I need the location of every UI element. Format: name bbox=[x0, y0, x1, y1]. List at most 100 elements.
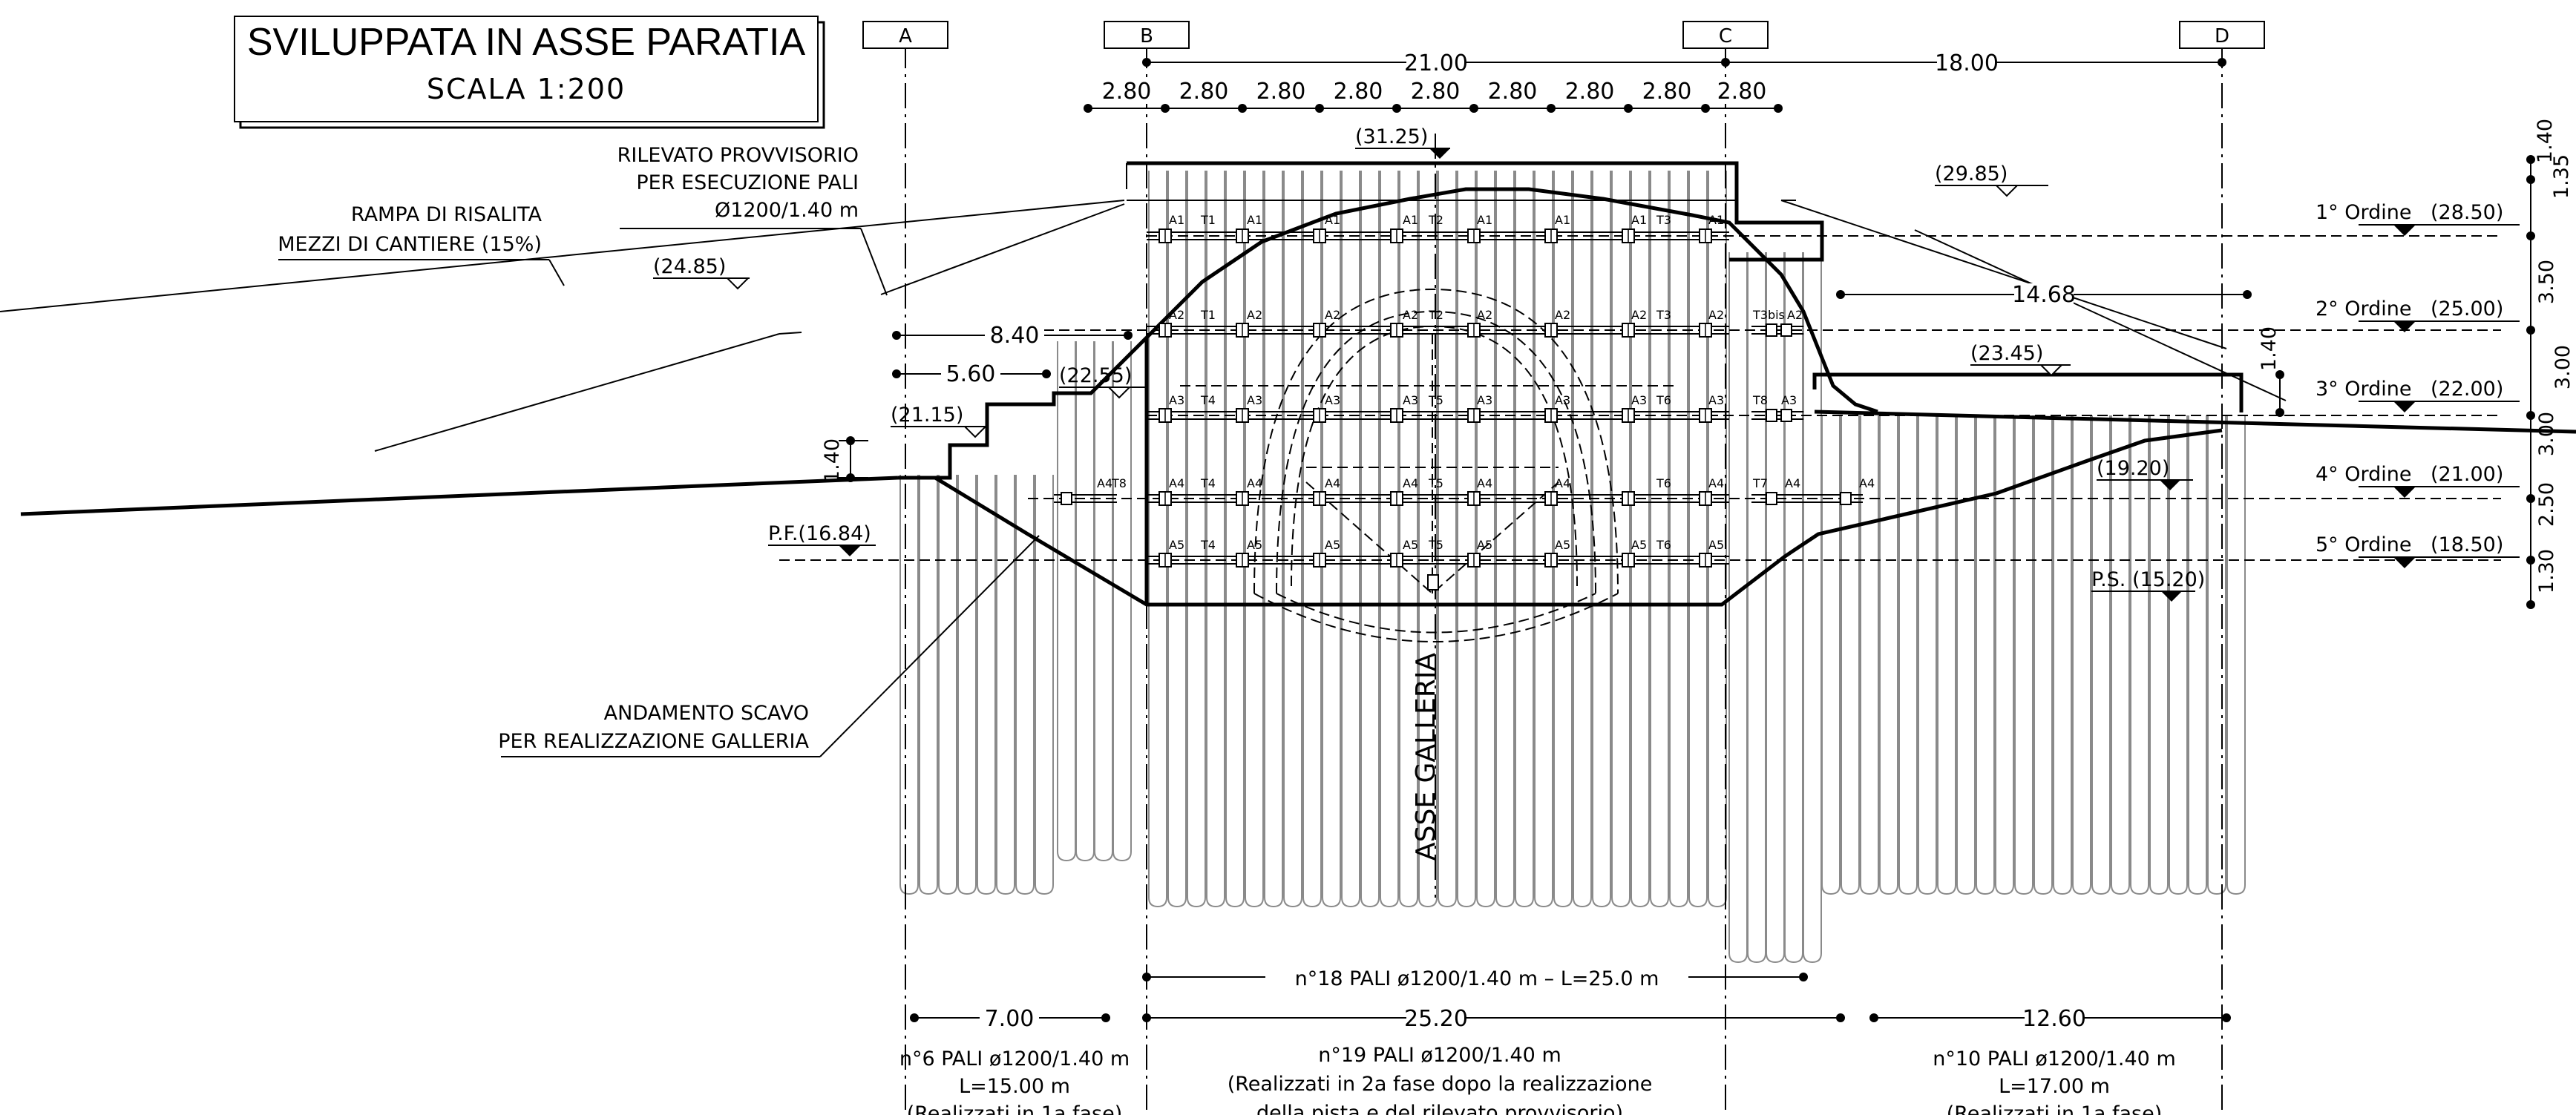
order-label: 1° Ordine bbox=[2316, 201, 2412, 224]
pile bbox=[1206, 171, 1225, 908]
anchor-label: A3 bbox=[1325, 393, 1340, 407]
dim-5-60: 5.60 bbox=[946, 361, 996, 387]
left-piles-1: n°6 PALI ø1200/1.40 m bbox=[899, 1047, 1130, 1070]
pile bbox=[1187, 171, 1206, 908]
anchor-label: T5 bbox=[1428, 393, 1443, 407]
anchor-label: A5 bbox=[1403, 538, 1418, 552]
spacing-ticks bbox=[1084, 104, 1783, 113]
spacing-label: 2.80 bbox=[1102, 79, 1152, 105]
anchor-label: T4 bbox=[1200, 393, 1216, 407]
mid-piles-3: della pista e del rilevato provvisorio) bbox=[1256, 1102, 1623, 1115]
order-tick bbox=[2526, 494, 2535, 503]
pile bbox=[1592, 171, 1611, 908]
pile bbox=[1669, 171, 1688, 908]
anchor-label: T3 bbox=[1656, 213, 1671, 227]
pile bbox=[1380, 171, 1399, 908]
order-level: (28.50) bbox=[2431, 201, 2503, 224]
spacing-tick bbox=[1084, 104, 1092, 113]
pile bbox=[1995, 415, 2014, 895]
anchor-label: A1 bbox=[1555, 213, 1570, 227]
spacing-label: 2.80 bbox=[1717, 79, 1767, 105]
note-rilevato-3: Ø1200/1.40 m bbox=[715, 199, 859, 222]
pile bbox=[1956, 415, 1976, 895]
right-piles-1: n°10 PALI ø1200/1.40 m bbox=[1933, 1047, 2176, 1070]
note-rampa-2: MEZZI DI CANTIERE (15%) bbox=[278, 233, 542, 256]
dim-total-bc: 21.00 bbox=[1404, 50, 1468, 76]
pile bbox=[1650, 171, 1669, 908]
mid-piles-note: n°18 PALI ø1200/1.40 m – L=25.0 m bbox=[1295, 967, 1659, 990]
level-ramp: (24.85) bbox=[653, 255, 726, 278]
dim-25-20: 25.20 bbox=[1404, 1006, 1468, 1032]
order-tick bbox=[2526, 600, 2535, 609]
order-label: 4° Ordine bbox=[2316, 463, 2412, 486]
order-lines bbox=[779, 235, 2501, 561]
pile bbox=[1747, 252, 1766, 964]
pile bbox=[1075, 341, 1095, 862]
pile bbox=[1418, 171, 1438, 908]
order-dim-3-50: 3.50 bbox=[2535, 260, 2558, 304]
level-left-low: (21.15) bbox=[891, 404, 963, 427]
level-right-mid: (23.45) bbox=[1970, 342, 2043, 365]
pile bbox=[1515, 171, 1534, 908]
spacing-tick bbox=[1315, 104, 1324, 113]
anchor-label: A4 bbox=[1325, 476, 1340, 490]
order-tick bbox=[2526, 326, 2535, 335]
pile bbox=[1302, 171, 1322, 908]
pile bbox=[2033, 415, 2053, 895]
anchor-label: A4 bbox=[1097, 476, 1112, 490]
order-tick bbox=[2526, 556, 2535, 565]
pile bbox=[1112, 341, 1132, 862]
right-dimension: 14.68 1.40 bbox=[1836, 282, 2284, 417]
pile bbox=[1167, 171, 1187, 908]
pile bbox=[1264, 171, 1283, 908]
note-scavo-1: ANDAMENTO SCAVO bbox=[604, 702, 809, 725]
order-labels: 1° Ordine(28.50)2° Ordine(25.00)3° Ordin… bbox=[2316, 201, 2520, 568]
pile bbox=[1015, 475, 1035, 895]
pile bbox=[2207, 415, 2226, 895]
note-scavo-2: PER REALIZZAZIONE GALLERIA bbox=[498, 730, 809, 753]
anchor-label: A3 bbox=[1781, 393, 1797, 407]
spacing-label: 2.80 bbox=[1565, 79, 1615, 105]
pile-group bbox=[899, 171, 2246, 964]
order-dim-1-30: 1.30 bbox=[2535, 549, 2558, 593]
title-block: SVILUPPATA IN ASSE PARATIA SCALA 1:200 bbox=[234, 16, 825, 129]
axis-label-c: C bbox=[1719, 25, 1732, 47]
dim-7-00: 7.00 bbox=[985, 1006, 1035, 1032]
anchor-label: A3 bbox=[1631, 393, 1647, 407]
pile bbox=[938, 475, 957, 895]
pile bbox=[1918, 415, 1937, 895]
order-dim-3-00-b: 3.00 bbox=[2535, 412, 2558, 456]
pile bbox=[2130, 415, 2149, 895]
spacing-label: 2.80 bbox=[1179, 79, 1229, 105]
anchor-label: A1 bbox=[1403, 213, 1418, 227]
dim-8-40: 8.40 bbox=[990, 323, 1040, 349]
anchor-label: A4 bbox=[1403, 476, 1418, 490]
pile bbox=[2072, 415, 2091, 895]
pile bbox=[2014, 415, 2033, 895]
pile bbox=[2169, 415, 2188, 895]
order-label: 2° Ordine bbox=[2316, 297, 2412, 320]
anchor-label: A4 bbox=[1708, 476, 1724, 490]
pile bbox=[1898, 415, 1918, 895]
order-dim-1-35: 1.35 bbox=[2550, 154, 2573, 199]
pile bbox=[919, 475, 938, 895]
level-right-top: (29.85) bbox=[1935, 162, 2008, 185]
axis-tags: A B C D bbox=[862, 21, 2265, 49]
anchor-label: A5 bbox=[1325, 538, 1340, 552]
pile bbox=[1976, 415, 1995, 895]
anchor-label: A2 bbox=[1708, 308, 1724, 322]
mid-piles-1: n°19 PALI ø1200/1.40 m bbox=[1318, 1044, 1561, 1067]
order-tick bbox=[2526, 175, 2535, 184]
mid-piles-2: (Realizzati in 2a fase dopo la realizzaz… bbox=[1228, 1073, 1653, 1096]
order-dimension-chain: 1.40 1.35 3.50 3.00 3.00 2.50 1.30 bbox=[2526, 119, 2575, 609]
anchor-label: T1 bbox=[1200, 308, 1216, 322]
pile bbox=[1784, 252, 1803, 964]
note-rilevato-1: RILEVATO PROVVISORIO bbox=[617, 144, 859, 167]
anchor-label: A5 bbox=[1555, 538, 1570, 552]
pile bbox=[2053, 415, 2072, 895]
pile bbox=[1728, 252, 1748, 964]
pile bbox=[1688, 171, 1708, 908]
pile bbox=[1573, 171, 1592, 908]
